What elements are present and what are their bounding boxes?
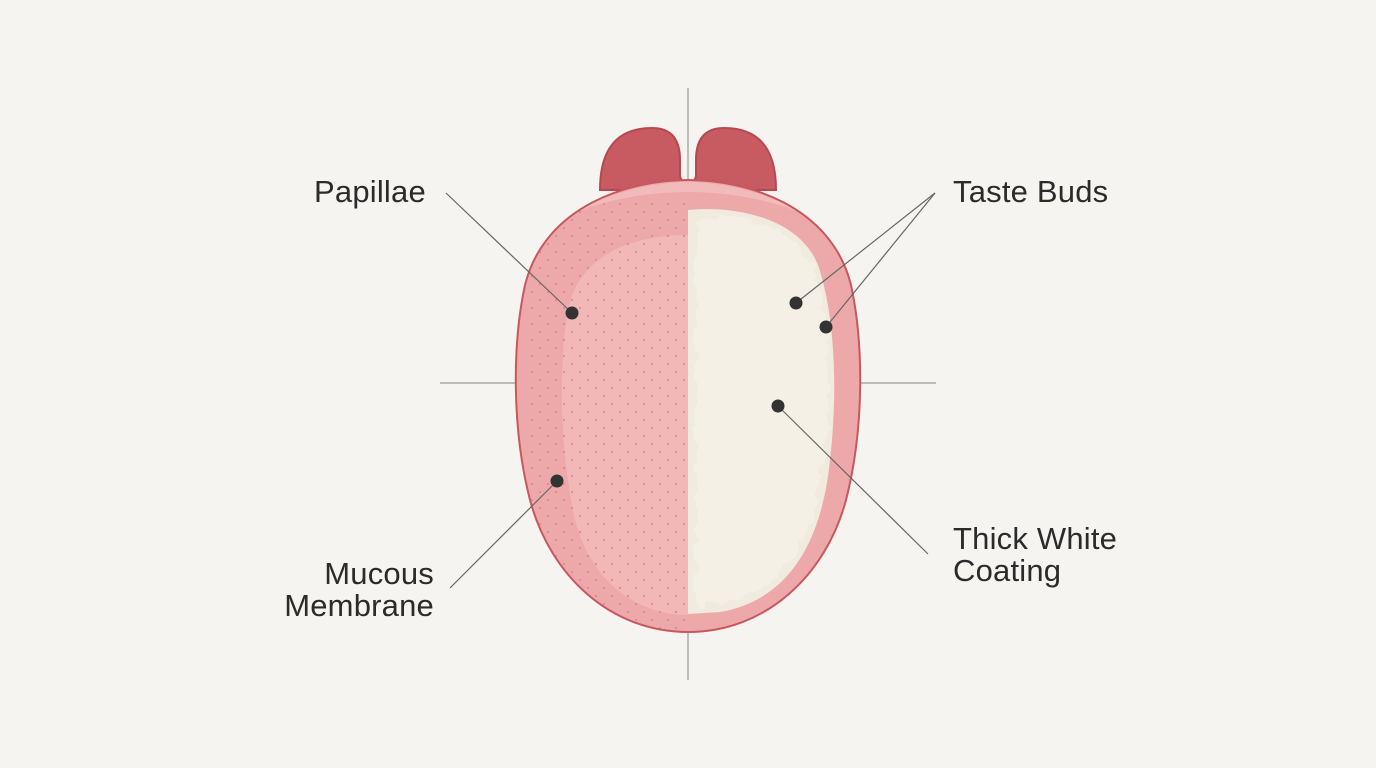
taste-buds-leader-line-1 — [795, 192, 936, 304]
papillae-dots — [530, 200, 688, 630]
coating-marker-icon — [771, 399, 785, 413]
taste-buds-marker-icon-1 — [789, 296, 803, 310]
mucous-membrane-label: Mucous Membrane — [284, 556, 434, 623]
papillae-leader-line — [445, 192, 573, 314]
mucous-membrane-marker-icon — [550, 474, 564, 488]
taste-buds-label: Taste Buds — [953, 174, 1109, 209]
taste-buds-marker-icon-2 — [819, 320, 833, 334]
taste-buds-leader-line-2 — [825, 192, 936, 328]
papillae-label: Papillae — [314, 174, 426, 209]
thick-white-coating-label: Thick White Coating — [953, 521, 1118, 588]
coating-leader-line — [777, 405, 929, 555]
tongue-body — [514, 178, 862, 634]
mucous-membrane-leader-line — [449, 480, 558, 589]
white-coating-texture — [696, 219, 829, 606]
papillae-marker-icon — [565, 306, 579, 320]
